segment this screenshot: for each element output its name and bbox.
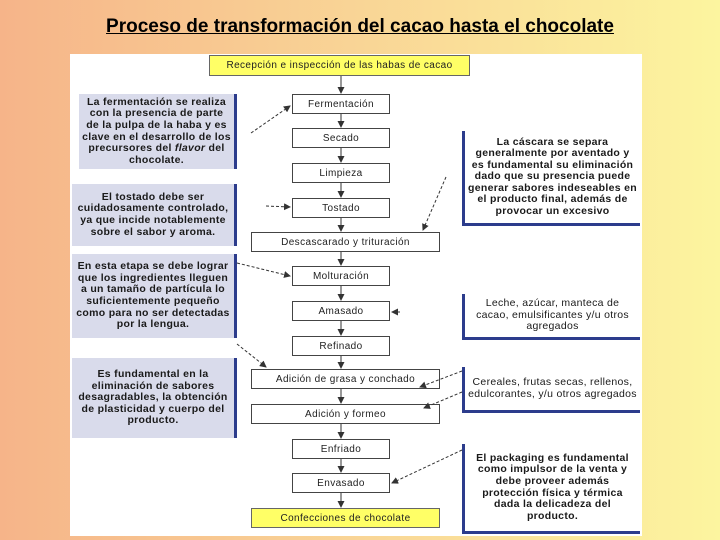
note-packaging: El packaging es fundamental como impulso… [462, 444, 640, 534]
flow-node-envasado: Envasado [292, 473, 390, 493]
note-cascara: La cáscara se separa generalmente por av… [462, 131, 640, 226]
flow-node-amasado: Amasado [292, 301, 390, 321]
flow-node-tostado: Tostado [292, 198, 390, 218]
flow-node-limpieza: Limpieza [292, 163, 390, 183]
note-fermentacion-flavor: flavor [174, 142, 206, 155]
note-molturacion: En esta etapa se debe lograr que los ing… [72, 254, 237, 338]
flow-node-fermentacion: Fermentación [292, 94, 390, 114]
flow-node-molturacion: Molturación [292, 266, 390, 286]
flow-node-recepcion: Recepción e inspección de las habas de c… [209, 55, 470, 76]
note-conchado: Es fundamental en la eliminación de sabo… [72, 358, 237, 438]
note-fermentacion-text: La fermentación se realiza con la presen… [82, 95, 231, 155]
flow-node-secado: Secado [292, 128, 390, 148]
note-leche: Leche, azúcar, manteca de cacao, emulsif… [462, 294, 640, 340]
page-title: Proceso de transformación del cacao hast… [106, 16, 614, 37]
flow-node-enfriado: Enfriado [292, 439, 390, 459]
note-cereales: Cereales, frutas secas, rellenos, edulco… [462, 367, 640, 413]
note-fermentacion-end: del chocolate. [129, 142, 225, 166]
flow-node-adicion-grasa: Adición de grasa y conchado [251, 369, 440, 389]
flow-node-adicion-formeo: Adición y formeo [251, 404, 440, 424]
flow-node-descascarado: Descascarado y trituración [251, 232, 440, 252]
flow-node-confecciones: Confecciones de chocolate [251, 508, 440, 528]
note-fermentacion: La fermentación se realiza con la presen… [79, 94, 237, 169]
note-tostado: El tostado debe ser cuidadosamente contr… [72, 184, 237, 246]
flow-node-refinado: Refinado [292, 336, 390, 356]
